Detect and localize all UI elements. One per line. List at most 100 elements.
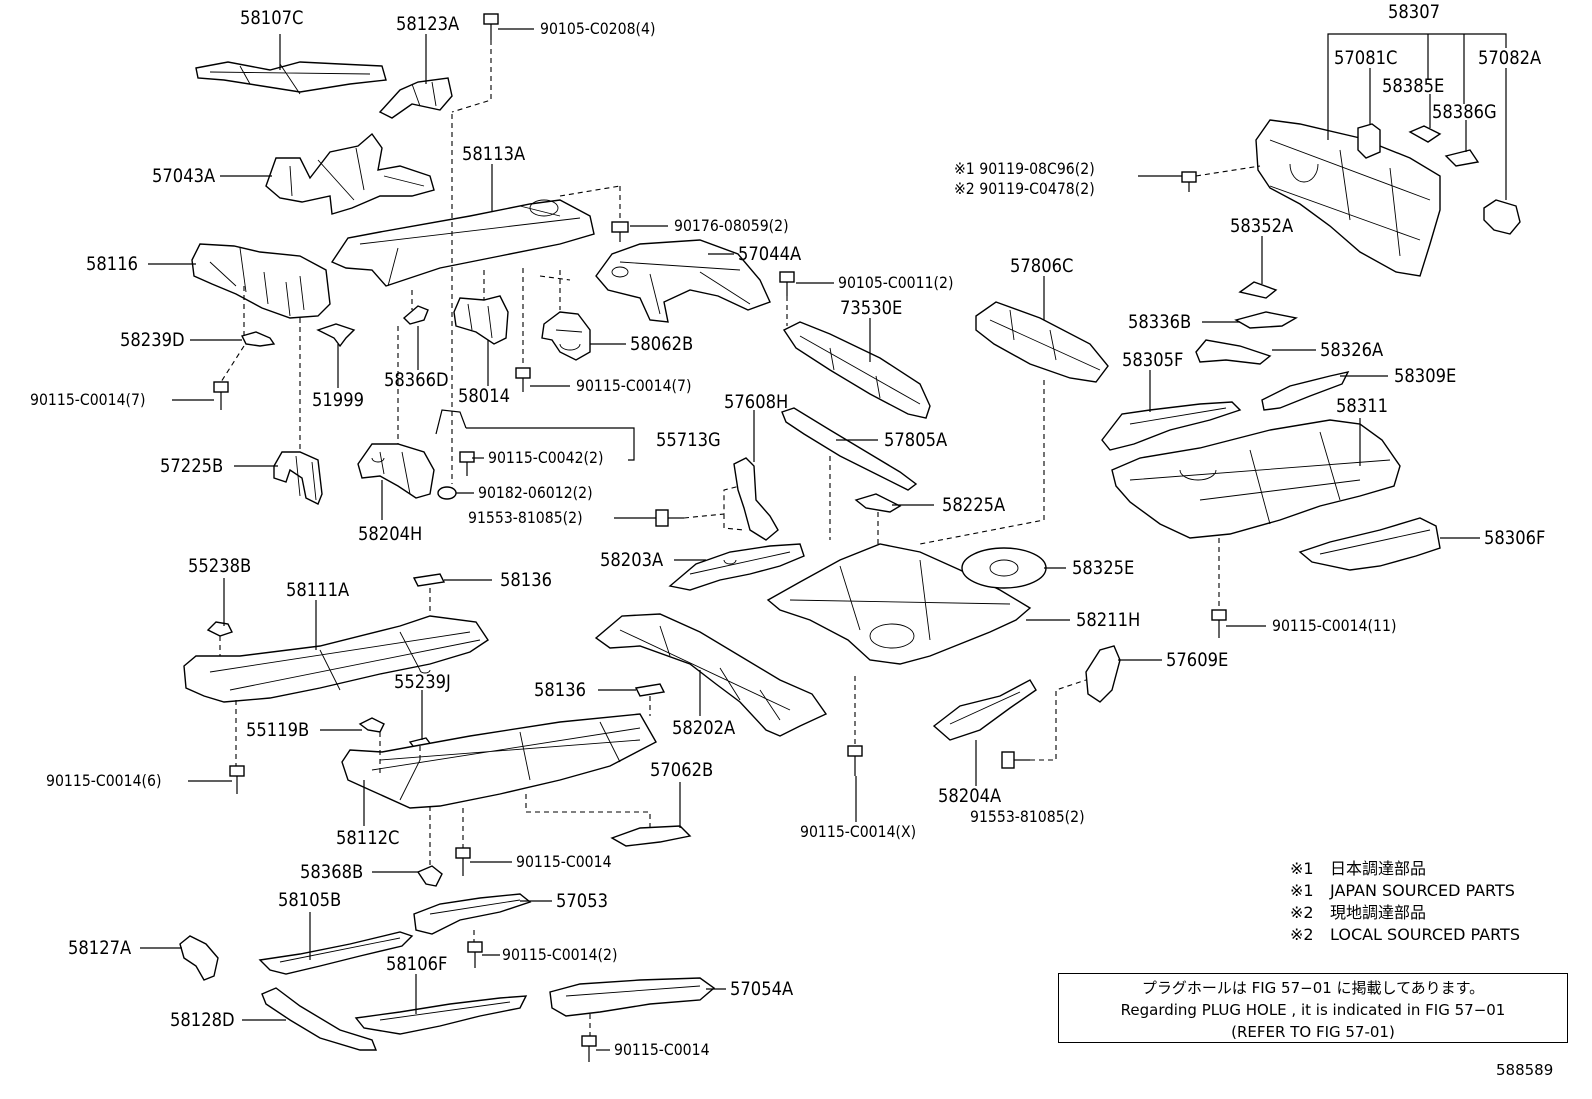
fastener-label[interactable]: 90105-C0011(2): [838, 273, 954, 292]
label-57225B[interactable]: 57225B: [160, 455, 224, 477]
label-58325E[interactable]: 58325E: [1072, 557, 1135, 579]
label-58203A[interactable]: 58203A: [600, 549, 664, 571]
label-57043A[interactable]: 57043A: [152, 165, 216, 187]
legend-mark: ※1: [1290, 859, 1314, 878]
label-55119B[interactable]: 55119B: [246, 719, 310, 741]
part-57081C: [1357, 123, 1381, 159]
label-55238B[interactable]: 55238B: [188, 555, 252, 577]
note-line-en: Regarding PLUG HOLE , it is indicated in…: [1120, 1001, 1506, 1019]
label-58107C[interactable]: 58107C: [240, 7, 304, 29]
label-58352A[interactable]: 58352A: [1230, 215, 1294, 237]
label-58136[interactable]: 58136: [500, 569, 552, 591]
part-58111A: [183, 615, 489, 703]
label-58386G[interactable]: 58386G: [1432, 101, 1497, 123]
fastener-label[interactable]: 90115-C0014(2): [502, 945, 618, 964]
fastener-label[interactable]: 90182-06012(2): [478, 483, 593, 502]
part-57053: [413, 893, 532, 935]
label-58202A[interactable]: 58202A: [672, 717, 736, 739]
part-58311: [1111, 419, 1401, 539]
label-57054A[interactable]: 57054A: [730, 978, 794, 1000]
fastener-label[interactable]: 90105-C0208(4): [540, 19, 656, 38]
part-57805A: [781, 407, 918, 491]
label-57081C[interactable]: 57081C: [1334, 47, 1398, 69]
part-55238B: [206, 621, 233, 637]
label-57805A[interactable]: 57805A: [884, 429, 948, 451]
fastener-label[interactable]: 90176-08059(2): [674, 216, 789, 235]
part-58368B: [416, 865, 443, 887]
label-58307[interactable]: 58307: [1388, 1, 1440, 23]
part-58136b: [634, 683, 666, 697]
label-55713G[interactable]: 55713G: [656, 429, 721, 451]
label-57044A[interactable]: 57044A: [738, 243, 802, 265]
fastener-label[interactable]: 90115-C0014(11): [1272, 616, 1397, 635]
fastener-label[interactable]: ※2 90119-C0478(2): [954, 179, 1095, 198]
label-58368B[interactable]: 58368B: [300, 861, 364, 883]
fastener-label[interactable]: ※1 90119-08C96(2): [954, 159, 1095, 178]
part-58336B: [1234, 311, 1298, 329]
label-58336B[interactable]: 58336B: [1128, 311, 1192, 333]
label-58062B[interactable]: 58062B: [630, 333, 694, 355]
label-73530E[interactable]: 73530E: [840, 297, 903, 319]
label-58326A[interactable]: 58326A: [1320, 339, 1384, 361]
note-refer: (REFER TO FIG 57-01): [1231, 1023, 1395, 1041]
legend-text: 日本調達部品: [1330, 859, 1427, 878]
label-57062B[interactable]: 57062B: [650, 759, 714, 781]
label-58306F[interactable]: 58306F: [1484, 527, 1546, 549]
label-58111A[interactable]: 58111A: [286, 579, 350, 601]
fastener-label[interactable]: 90115-C0042(2): [488, 448, 604, 467]
fastener-label[interactable]: 90115-C0014: [516, 852, 612, 871]
label-58309E[interactable]: 58309E: [1394, 365, 1457, 387]
label-58225A[interactable]: 58225A: [942, 494, 1006, 516]
fastener-label[interactable]: 90115-C0014: [614, 1040, 710, 1059]
label-58311[interactable]: 58311: [1336, 395, 1388, 417]
label-58127A[interactable]: 58127A: [68, 937, 132, 959]
label-58113A[interactable]: 58113A: [462, 143, 526, 165]
label-58112C[interactable]: 58112C: [336, 827, 400, 849]
label-58305F[interactable]: 58305F: [1122, 349, 1184, 371]
label-57608H[interactable]: 57608H: [724, 391, 789, 413]
legend-text: 現地調達部品: [1330, 903, 1427, 922]
label-57609E[interactable]: 57609E: [1166, 649, 1229, 671]
label-58366D[interactable]: 58366D: [384, 369, 449, 391]
label-58106F[interactable]: 58106F: [386, 953, 448, 975]
leader-lines: [140, 28, 1507, 1051]
part-57043A: [265, 132, 435, 215]
plug-hole-note: プラグホールは FIG 57−01 に掲載してあります。 Regarding P…: [1058, 973, 1568, 1043]
label-57053[interactable]: 57053: [556, 890, 608, 912]
label-58123A[interactable]: 58123A: [396, 13, 460, 35]
part-58239D: [240, 331, 276, 347]
fastener-label[interactable]: 90115-C0014(X): [800, 822, 917, 841]
label-57082A[interactable]: 57082A: [1478, 47, 1542, 69]
label-58211H[interactable]: 58211H: [1076, 609, 1141, 631]
label-58204A[interactable]: 58204A: [938, 785, 1002, 807]
fastener-label[interactable]: 91553-81085(2): [970, 807, 1085, 826]
part-55119B: [358, 717, 385, 733]
part-57609E: [1085, 645, 1121, 703]
part-58386G: [1444, 149, 1480, 167]
part-58307: [1255, 119, 1441, 277]
label-51999[interactable]: 51999: [312, 389, 364, 411]
label-55239J[interactable]: 55239J: [394, 671, 451, 693]
part-73530E: [782, 321, 931, 419]
label-58116[interactable]: 58116: [86, 253, 138, 275]
label-57806C[interactable]: 57806C: [1010, 255, 1074, 277]
label-58105B[interactable]: 58105B: [278, 889, 342, 911]
part-57062B: [610, 825, 692, 847]
label-58239D[interactable]: 58239D: [120, 329, 185, 351]
part-58352A: [1238, 281, 1278, 299]
label-58385E[interactable]: 58385E: [1382, 75, 1445, 97]
fastener-label[interactable]: 90115-C0014(7): [30, 390, 146, 409]
fastener-label[interactable]: 90115-C0014(7): [576, 376, 692, 395]
part-58136a: [412, 573, 446, 587]
part-58107C: [195, 61, 387, 95]
part-58105B: [258, 931, 414, 975]
label-58204H[interactable]: 58204H: [358, 523, 423, 545]
label-58128D[interactable]: 58128D: [170, 1009, 235, 1031]
fastener-label[interactable]: 91553-81085(2): [468, 508, 583, 527]
label-58014[interactable]: 58014: [458, 385, 510, 407]
label-58136[interactable]: 58136: [534, 679, 586, 701]
fastener-label[interactable]: 90115-C0014(6): [46, 771, 162, 790]
part-58202A: [594, 613, 828, 737]
